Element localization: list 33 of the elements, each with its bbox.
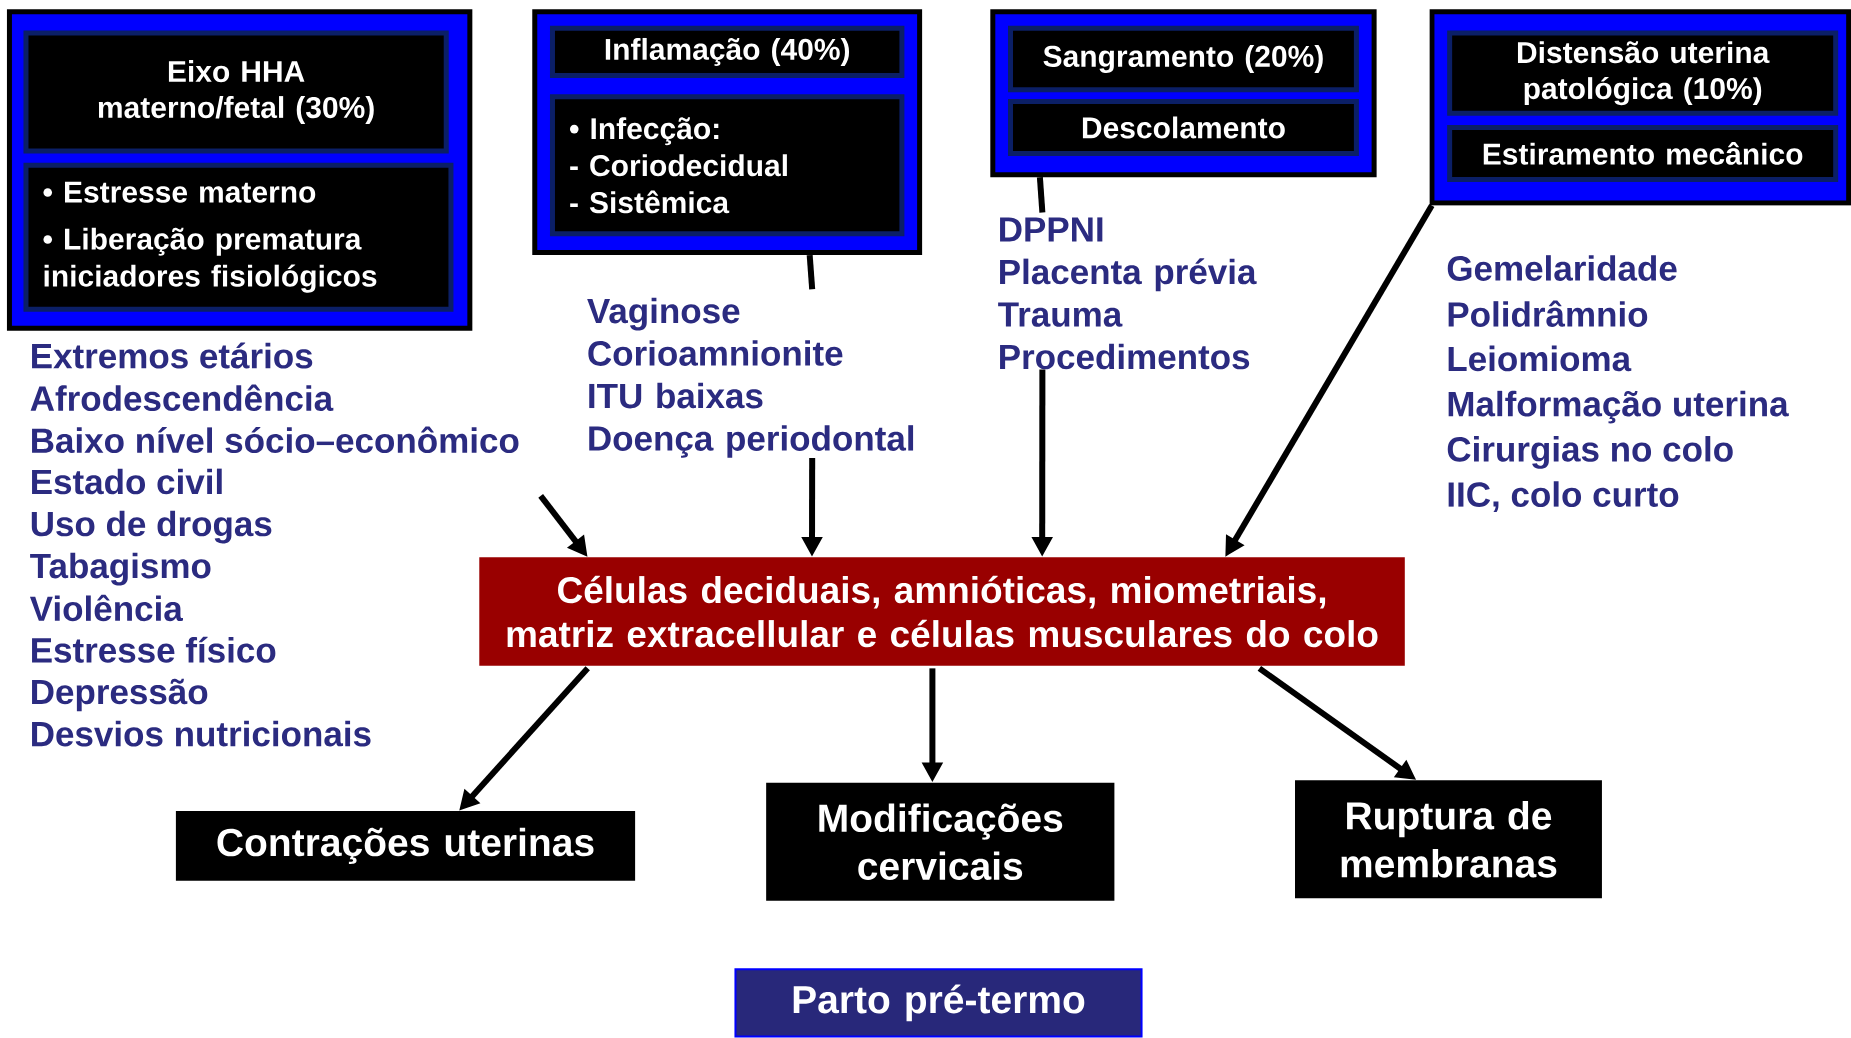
list-item: Estresse físico — [32, 636, 276, 663]
list-item: Desvios nutricionais — [32, 720, 371, 747]
list-item: Depressão — [32, 678, 208, 712]
list-item: Baixo nível sócio–econômico — [32, 426, 519, 454]
content-box: • Estresse materno • Liberação prematura iniciadores fisiológicos — [23, 162, 454, 312]
outcome-box: Contrações uterinas — [175, 811, 636, 881]
connector-line — [806, 254, 816, 290]
list-item: Uso de drogas — [31, 510, 272, 544]
list-item: Estado civil — [32, 468, 222, 495]
list-item: Cirurgias no colo — [1447, 436, 1733, 469]
list-item: Afrodescendência — [30, 384, 334, 412]
risk-factor-list: Vaginose Corioamnionite ITU baixas Doença periodontal — [587, 297, 914, 458]
list-item: Violência — [29, 594, 183, 622]
central-box: Células deciduais, amnióticas, miometriais, matriz extracellular e células musculares do colo — [479, 557, 1405, 666]
list-item: Leiomioma — [1448, 345, 1632, 372]
connector-line — [1036, 177, 1046, 213]
list-item: Malformação uterina — [1448, 390, 1789, 424]
list-item: IIC, colo curto — [1448, 481, 1679, 513]
result-box: Parto pré-termo — [734, 968, 1143, 1038]
heading-box: Sangramento (20%) — [1008, 25, 1359, 93]
outcome-box: Ruptura de membranas — [1295, 780, 1602, 899]
heading-box: Eixo HHA materno/fetal (30%) — [23, 30, 449, 154]
heading-box: Descolamento — [1008, 99, 1359, 156]
list-item: Gemelaridade — [1447, 255, 1677, 281]
outcome-box: Modificações cervicais — [766, 782, 1115, 901]
list-item: Tabagismo — [30, 552, 211, 586]
content-box: • Infecção: - Coriodecidual - Sistêmica — [550, 94, 905, 237]
list-item: Polidrâmnio — [1448, 300, 1648, 327]
list-item: Extremos etários — [32, 342, 313, 369]
heading-box: Estiramento mecânico — [1447, 125, 1839, 182]
heading-box: Inflamação (40%) — [550, 25, 905, 79]
heading-box: Distensão uterina patológica (10%) — [1447, 30, 1839, 116]
risk-factor-list: DPPNI Placenta prévia Trauma Procedimentos — [998, 217, 1257, 370]
